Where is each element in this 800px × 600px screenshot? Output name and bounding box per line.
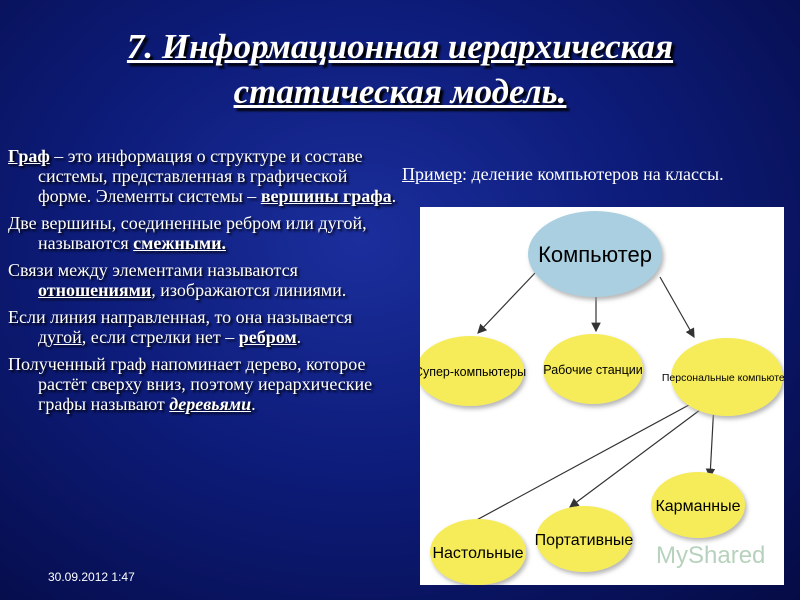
node-root: [528, 211, 662, 297]
paragraph-text: Две вершины, соединенные ребром или дуго…: [8, 213, 367, 253]
node-super: [420, 336, 524, 406]
node-pocket-label: Карманные: [655, 498, 740, 515]
node-personal: [671, 338, 783, 416]
term-adjacent: смежными.: [133, 233, 227, 253]
hierarchy-svg: Компьютер Супер-компьютеры Рабочие станц…: [420, 211, 784, 585]
node-desktop-label: Настольные: [432, 545, 523, 562]
edge-personal-laptop: [569, 400, 713, 508]
edge-personal-pocket: [705, 402, 716, 479]
title-line-1: 7. Информационная иерархическая: [126, 27, 674, 66]
node-laptop-label: Портативные: [535, 532, 634, 549]
paragraph-text: – это информация о структуре и составе с…: [38, 146, 363, 206]
edge-root-super: [477, 272, 536, 334]
example-caption: Пример: деление компьютеров на классы.: [402, 163, 724, 185]
slide-title: 7. Информационная иерархическая статичес…: [0, 24, 800, 114]
paragraph-text: Связи между элементами называются: [8, 260, 298, 280]
definition-text: Граф – это информация о структуре и сост…: [8, 146, 400, 421]
paragraph-tree: Полученный граф напоминает дерево, котор…: [8, 354, 400, 414]
watermark-text: MyShared: [656, 542, 765, 569]
term-vertices: вершины графа: [260, 186, 392, 206]
node-laptop: [536, 506, 632, 572]
node-personal-label: Персональные компьютеры: [662, 372, 784, 384]
node-desktop: [430, 519, 526, 585]
paragraph-text: , если стрелки нет –: [81, 327, 239, 347]
paragraph-end: .: [296, 327, 302, 347]
term-trees: деревьями: [169, 394, 252, 414]
node-workstation-label: Рабочие станции: [543, 363, 642, 377]
slide-date: 30.09.2012 1:47: [48, 570, 135, 584]
paragraph-end: .: [251, 394, 256, 414]
paragraph-graph: Граф – это информация о структуре и сост…: [8, 146, 400, 206]
paragraph-text: Если линия направленная, то она называет…: [8, 307, 353, 327]
term-edge: ребром: [238, 327, 297, 347]
title-line-2: статическая модель.: [233, 72, 567, 111]
node-root-label: Компьютер: [538, 242, 652, 267]
edge-personal-desktop: [458, 398, 701, 530]
edge-root-personal: [659, 276, 695, 339]
hierarchy-diagram: Компьютер Супер-компьютеры Рабочие станц…: [420, 207, 784, 585]
node-workstation: [543, 334, 643, 404]
example-word: Пример: [402, 164, 463, 184]
paragraph-end: .: [391, 186, 397, 206]
paragraph-text: Полученный граф напоминает дерево, котор…: [8, 354, 373, 414]
term-graph: Граф: [8, 146, 50, 166]
term-relations: отношениями: [38, 280, 152, 300]
paragraph-relations: Связи между элементами называются отноше…: [8, 260, 400, 300]
term-arc: дугой: [38, 327, 82, 347]
node-pocket: [651, 472, 745, 538]
paragraph-adjacent: Две вершины, соединенные ребром или дуго…: [8, 213, 400, 253]
paragraph-arc-edge: Если линия направленная, то она называет…: [8, 307, 400, 347]
node-super-label: Супер-компьютеры: [420, 365, 526, 379]
example-text: : деление компьютеров на классы.: [462, 164, 724, 184]
paragraph-text: , изображаются линиями.: [151, 280, 347, 300]
